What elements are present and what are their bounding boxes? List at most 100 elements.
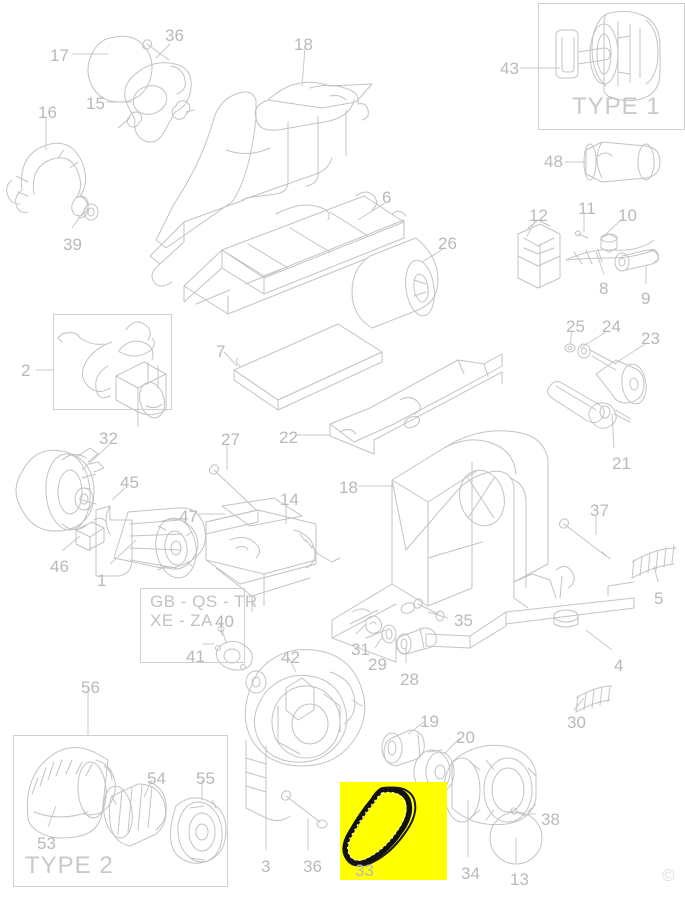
- callout-28: 28: [400, 670, 419, 689]
- callout-53: 53: [37, 834, 56, 853]
- callout-34: 34: [461, 864, 480, 883]
- callout-54: 54: [147, 769, 166, 788]
- panel-kit-contents: [215, 626, 253, 671]
- panel-type1-contents: [555, 10, 661, 102]
- part-48-shape: [583, 141, 661, 183]
- panel-type1-caption: TYPE 1: [572, 93, 661, 120]
- part-42-gearcase: [244, 648, 366, 822]
- callout-20: 20: [456, 728, 475, 747]
- callout-42: 42: [281, 648, 300, 667]
- part-17-shape: [87, 35, 153, 103]
- callout-8: 8: [599, 279, 609, 298]
- part-23-shape: [589, 349, 647, 405]
- part-26-shape: [351, 237, 439, 329]
- panel-2-contents: [57, 321, 167, 427]
- part-5-spring: [631, 544, 677, 579]
- callout-47: 47: [179, 507, 198, 526]
- callout-10: 10: [618, 206, 637, 225]
- callout-15: 15: [86, 94, 105, 113]
- callout-55: 55: [196, 769, 215, 788]
- part-21-shape: [546, 381, 631, 429]
- part-1-armature: [95, 505, 206, 579]
- callout-29: 29: [368, 655, 387, 674]
- panel-kit-line2: XE - ZA: [150, 611, 214, 630]
- part-47-14-shape: [205, 497, 341, 613]
- panel-2: [53, 314, 172, 410]
- callout-13: 13: [510, 870, 529, 889]
- panel-kit-line1: GB - QS - TR: [150, 592, 258, 611]
- part-11-shape: [575, 230, 589, 239]
- callout-33: 33: [355, 861, 374, 880]
- part-38-shape: [510, 807, 527, 817]
- part-34-shape: [443, 744, 537, 826]
- panel-type2: [13, 735, 228, 887]
- part-31-29-shape: [365, 615, 397, 644]
- callout-4: 4: [614, 656, 624, 675]
- bottom-screws: [280, 790, 328, 829]
- callout-25: 25: [566, 317, 585, 336]
- callout-43: 43: [500, 59, 519, 78]
- callout-6: 6: [382, 188, 392, 207]
- part-4-lever: [425, 566, 635, 649]
- highlight-region-part-33: [340, 782, 447, 880]
- callout-36: 36: [165, 26, 184, 45]
- callout-32: 32: [99, 429, 118, 448]
- callout-5: 5: [654, 589, 664, 608]
- part-28-shape: [395, 627, 437, 655]
- part-8-shape: [565, 239, 655, 265]
- callout-48: 48: [544, 152, 563, 171]
- callout-56: 56: [81, 678, 100, 697]
- part-36-screw-top: [141, 39, 170, 61]
- callout-19: 19: [420, 712, 439, 731]
- callout-12: 12: [529, 206, 548, 225]
- callout-40: 40: [215, 612, 234, 631]
- callout-27: 27: [221, 430, 240, 449]
- part-37-screw: [558, 518, 611, 560]
- callout-18: 18: [294, 35, 313, 54]
- callout-1: 1: [97, 571, 107, 590]
- callout-39: 39: [63, 235, 82, 254]
- callout-41: 41: [186, 647, 205, 666]
- part-35-screw: [412, 598, 445, 622]
- callout-26: 26: [438, 234, 457, 253]
- callout-35: 35: [454, 611, 473, 630]
- callout-24: 24: [602, 317, 621, 336]
- callout-17: 17: [50, 46, 69, 65]
- part-16-shape: [6, 142, 89, 219]
- callout-23: 23: [641, 329, 660, 348]
- callout-30: 30: [567, 713, 586, 732]
- callout-45: 45: [120, 473, 139, 492]
- part-18-upper-housing: [149, 81, 373, 287]
- callout-22: 22: [279, 428, 298, 447]
- part-12-shape: [517, 219, 561, 289]
- panel-type2-contents: [26, 747, 227, 864]
- panel-market-kit: [140, 588, 245, 663]
- callout-18: 18: [339, 478, 358, 497]
- callout-31: 31: [351, 640, 370, 659]
- part-39-shape: [83, 203, 99, 221]
- callout-3: 3: [261, 857, 271, 876]
- callout-2: 2: [21, 361, 31, 380]
- part-10-shape: [600, 233, 618, 253]
- callout-36: 36: [303, 857, 322, 876]
- callout-11: 11: [578, 199, 596, 218]
- part-15-shape: [117, 62, 195, 143]
- callout-16: 16: [38, 103, 57, 122]
- part-22-shape: [329, 353, 503, 455]
- part-19-shape: [381, 729, 425, 767]
- part-30-spring: [575, 685, 613, 713]
- part-18-lower-housing: [331, 430, 549, 663]
- part-6-shape: [183, 191, 407, 315]
- part-25-24-shapes: [564, 343, 591, 359]
- part-7-shape: [233, 323, 383, 411]
- copyright-mark: ©: [662, 866, 675, 885]
- callout-9: 9: [641, 289, 651, 308]
- part-32-shape: [15, 447, 105, 532]
- panel-type2-caption: TYPE 2: [25, 852, 114, 879]
- part-27-screw: [208, 464, 257, 511]
- part-33-belt: [342, 786, 417, 867]
- callout-37: 37: [590, 501, 609, 520]
- part-9-shape: [614, 249, 659, 272]
